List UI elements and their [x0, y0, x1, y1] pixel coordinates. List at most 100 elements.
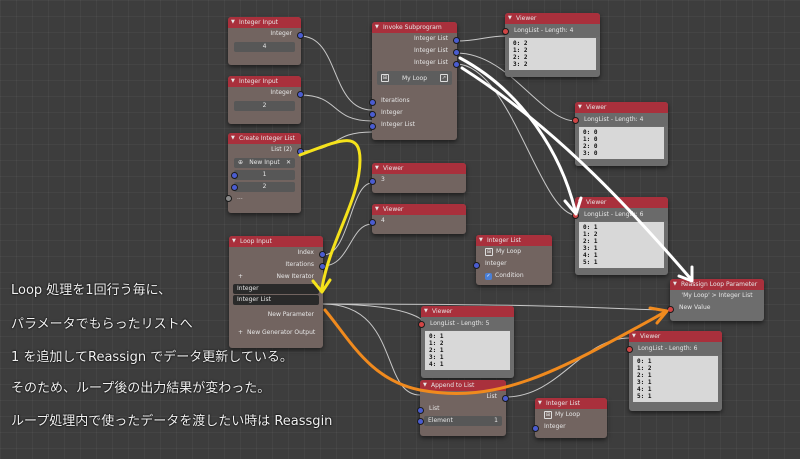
annotation-line-5: ループ処理内で使ったデータを渡したい時は Reassgin: [11, 414, 333, 429]
output-socket[interactable]: [453, 60, 460, 68]
orange-arrow: [323, 308, 667, 395]
program-row[interactable]: ⊞My Loop: [544, 411, 581, 419]
output-socket[interactable]: [453, 48, 460, 56]
viewer-value-row: 3: [369, 174, 466, 186]
new-input-button[interactable]: ⊕New Input✕: [234, 158, 295, 168]
viewer-node-index[interactable]: ▼Viewer 4: [369, 204, 466, 234]
collapse-triangle-icon[interactable]: ▼: [479, 237, 483, 243]
new-parameter-row[interactable]: New Parameter: [267, 311, 314, 318]
input-socket[interactable]: [572, 117, 579, 124]
white-arrow-1: [458, 56, 577, 212]
input-socket[interactable]: [626, 346, 633, 353]
checkbox-checked-icon[interactable]: ✓: [485, 273, 492, 280]
input-socket[interactable]: [369, 177, 376, 185]
collapse-triangle-icon[interactable]: ▼: [423, 382, 427, 388]
input-socket[interactable]: [418, 321, 425, 328]
node-header[interactable]: ▼Viewer: [421, 306, 514, 317]
input-socket[interactable]: [369, 98, 376, 106]
collapse-triangle-icon[interactable]: ▼: [424, 308, 428, 314]
collapse-triangle-icon[interactable]: ▼: [232, 238, 236, 244]
param-integer-list[interactable]: Integer List: [233, 295, 319, 305]
collapse-triangle-icon[interactable]: ▼: [508, 15, 512, 21]
input-socket[interactable]: [473, 261, 480, 269]
yellow-arrow: [298, 139, 362, 290]
white-arrowhead-1: [563, 196, 583, 216]
open-program-icon[interactable]: ↗: [440, 74, 448, 82]
node-header[interactable]: ▼Viewer: [505, 13, 600, 24]
input-socket[interactable]: [369, 218, 376, 226]
output-socket[interactable]: [453, 36, 460, 44]
input-socket[interactable]: [667, 305, 674, 313]
integer-value-field[interactable]: 2: [234, 101, 295, 111]
viewer-node-top[interactable]: ▼Viewer LongList - Length: 4 0: 2 1: 2 2…: [502, 13, 600, 77]
output-socket[interactable]: [502, 394, 509, 402]
node-header[interactable]: ▼Reassign Loop Parameter: [670, 279, 764, 290]
node-header[interactable]: ▼Integer List: [476, 235, 552, 246]
node-header[interactable]: ▼Integer List: [535, 398, 607, 409]
input-socket[interactable]: [231, 184, 238, 191]
node-header[interactable]: ▼Create Integer List: [228, 133, 301, 144]
input-socket[interactable]: [502, 28, 509, 35]
condition-row[interactable]: ✓Condition: [485, 272, 524, 280]
output-socket[interactable]: [319, 250, 326, 258]
new-generator-row[interactable]: +New Generator Output: [229, 327, 323, 339]
collapse-triangle-icon[interactable]: ▼: [375, 206, 379, 212]
invoke-subprogram-node[interactable]: ▼Invoke Subprogram Integer List Integer …: [369, 22, 460, 140]
close-icon[interactable]: ✕: [285, 159, 291, 166]
viewer-length-label: LongList - Length: 4: [572, 113, 668, 126]
program-row[interactable]: ⊞My Loop: [485, 248, 522, 256]
input-socket[interactable]: [417, 418, 424, 425]
viewer-node-length6-lower[interactable]: ▼Viewer LongList - Length: 6 0: 1 1: 2 2…: [626, 331, 722, 411]
input-socket[interactable]: [532, 424, 539, 432]
viewer-node-mid[interactable]: ▼Viewer LongList - Length: 4 0: 0 1: 0 2…: [572, 102, 668, 166]
node-tree-icon: ⊞: [544, 411, 552, 419]
collapse-triangle-icon[interactable]: ▼: [538, 400, 542, 406]
input-socket[interactable]: [369, 110, 376, 118]
node-header[interactable]: ▼Viewer: [372, 163, 466, 174]
collapse-triangle-icon[interactable]: ▼: [231, 78, 235, 84]
integer-list-node-bottom[interactable]: ▼Integer List ⊞My Loop Integer: [532, 398, 607, 438]
reassign-loop-parameter-node[interactable]: ▼Reassign Loop Parameter 'My Loop' > Int…: [667, 279, 764, 321]
collapse-triangle-icon[interactable]: ▼: [673, 281, 677, 287]
program-selector[interactable]: ⊞My Loop↗: [377, 71, 452, 85]
integer-list-node-right[interactable]: ▼Integer List ⊞My Loop Integer ✓Conditio…: [473, 235, 552, 285]
output-socket[interactable]: [297, 90, 304, 98]
param-integer[interactable]: Integer: [233, 284, 319, 294]
viewer-node-length5[interactable]: ▼Viewer LongList - Length: 5 0: 1 1: 2 2…: [418, 306, 514, 378]
viewer-length-label: LongList - Length: 4: [502, 24, 600, 37]
node-header[interactable]: ▼Viewer: [372, 204, 466, 215]
collapse-triangle-icon[interactable]: ▼: [578, 104, 582, 110]
node-header[interactable]: ▼Integer Input: [228, 17, 301, 28]
create-integer-list-node[interactable]: ▼Create Integer List List (2) ⊕New Input…: [225, 133, 304, 213]
input-socket[interactable]: [231, 172, 238, 179]
collapse-triangle-icon[interactable]: ▼: [231, 135, 235, 141]
output-socket[interactable]: [297, 31, 304, 39]
reassign-target-row[interactable]: 'My Loop' > Integer List: [681, 292, 753, 299]
collapse-triangle-icon[interactable]: ▼: [632, 333, 636, 339]
input-socket[interactable]: [417, 406, 424, 414]
integer-input-row: Integer: [473, 258, 552, 270]
integer-input-node-1[interactable]: ▼Integer Input Integer 4: [228, 17, 304, 65]
loop-input-node[interactable]: ▼Loop Input Index Iterations +New Iterat…: [229, 236, 326, 348]
node-header[interactable]: ▼Viewer: [629, 331, 722, 342]
list-value-field-1[interactable]: 2: [231, 182, 295, 192]
list-value-field-0[interactable]: 1: [231, 170, 295, 180]
input-socket[interactable]: [225, 195, 232, 202]
new-iterator-row[interactable]: +New Iterator: [229, 271, 323, 283]
integer-value-field[interactable]: 4: [234, 42, 295, 52]
node-header[interactable]: ▼Append to List: [420, 380, 506, 391]
viewer-node-iterations[interactable]: ▼Viewer 3: [369, 163, 466, 193]
node-header[interactable]: ▼Viewer: [575, 102, 668, 113]
node-header[interactable]: ▼Integer Input: [228, 76, 301, 87]
input-row-iterations: Iterations: [369, 95, 457, 107]
plus-icon: +: [238, 273, 244, 280]
input-socket[interactable]: [369, 122, 376, 130]
integer-input-node-2[interactable]: ▼Integer Input Integer 2: [228, 76, 304, 124]
node-header[interactable]: ▼Loop Input: [229, 236, 323, 247]
node-header[interactable]: ▼Invoke Subprogram: [372, 22, 457, 33]
collapse-triangle-icon[interactable]: ▼: [375, 24, 379, 30]
collapse-triangle-icon[interactable]: ▼: [375, 165, 379, 171]
output-socket[interactable]: [319, 262, 326, 270]
collapse-triangle-icon[interactable]: ▼: [231, 19, 235, 25]
